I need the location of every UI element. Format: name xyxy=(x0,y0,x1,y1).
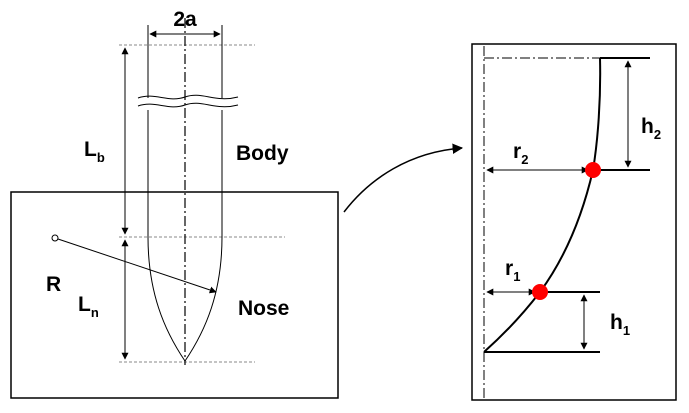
nose-profile-curve xyxy=(483,57,602,353)
body-length-label: Lb xyxy=(84,138,105,165)
nose-region-box xyxy=(10,191,339,399)
radius-center-point xyxy=(51,234,59,242)
point-r1 xyxy=(532,284,548,300)
r2-label: r2 xyxy=(513,140,528,167)
nose-label: Nose xyxy=(238,297,289,320)
nose-left-curve xyxy=(147,236,186,362)
left-panel: 2a Lb Ln R Body Nose xyxy=(10,8,339,399)
r1-label: r1 xyxy=(505,257,520,284)
detail-box xyxy=(471,43,677,401)
body-label: Body xyxy=(236,142,289,165)
detail-panel: h2 h1 r2 r1 xyxy=(471,43,677,401)
h2-label: h2 xyxy=(641,115,661,142)
point-r2 xyxy=(585,162,601,178)
h1-label: h1 xyxy=(610,311,630,338)
radius-label: R xyxy=(46,273,61,296)
zoom-connector-arrow xyxy=(343,143,464,213)
break-mark-upper xyxy=(137,94,239,100)
break-mark-lower xyxy=(137,102,239,108)
nose-right-curve xyxy=(184,236,223,362)
nose-length-label: Ln xyxy=(78,293,99,320)
radius-arrow xyxy=(57,238,217,294)
